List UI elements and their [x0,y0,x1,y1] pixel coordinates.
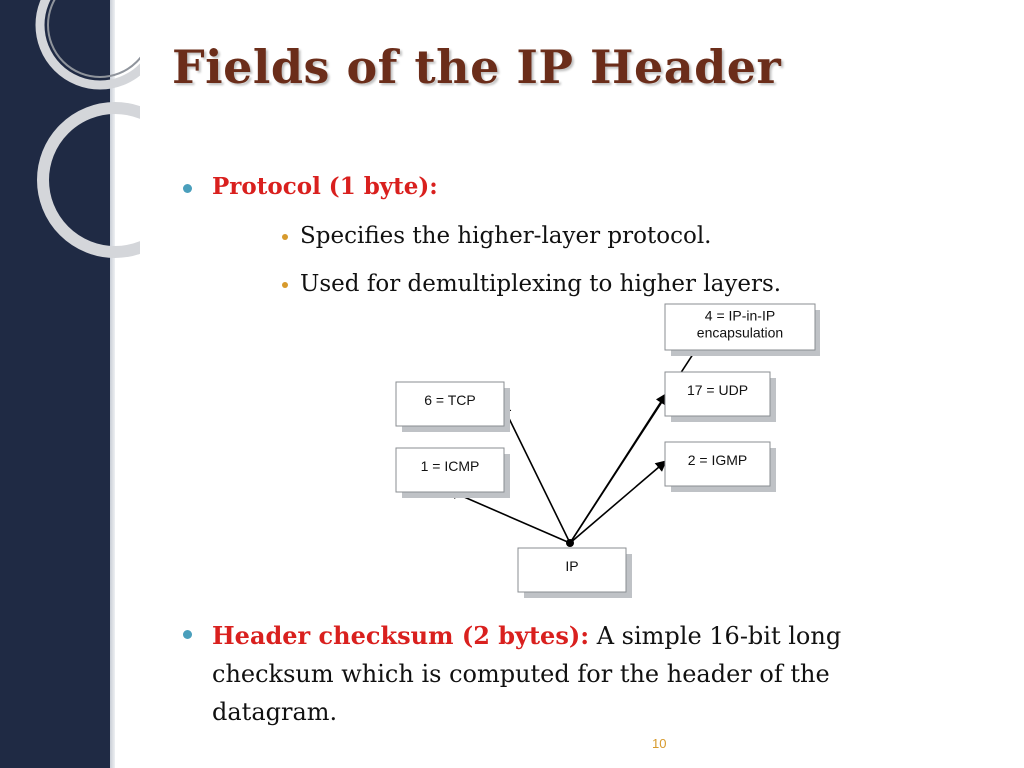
node-box [395,447,505,493]
node-target: 17 = UDP [664,371,776,422]
node-box [395,381,505,427]
node-label: 1 = ICMP [421,458,480,474]
node-box [664,371,771,417]
node-label: IP [565,558,578,574]
protocol-diagram: IP 6 = TCP 1 = ICMP 4 = IP-in-IPencapsulati… [395,303,820,598]
node-target: 6 = TCP [395,381,510,432]
side-band-edge [110,0,115,768]
sub-bullet-text: Specifies the higher-layer protocol. [300,223,712,249]
node-label: 17 = UDP [687,382,748,398]
slide-title: Fields of the IP Header [172,40,782,94]
arrow-origin-dot [566,539,574,547]
sub-bullet-dot [282,234,288,240]
node-box [664,441,771,487]
node-label: 4 = IP-in-IP [705,308,775,324]
sub-bullet-dot [282,282,288,288]
bullet-dot [183,184,192,193]
node-target: 2 = IGMP [664,441,776,492]
diagram-arrow [446,488,571,544]
checksum-bullet-label: Header checksum (2 bytes): [212,621,590,650]
diagram-arrow [501,402,571,544]
node-box [664,303,816,351]
bullet-dot [183,630,192,639]
node-label: 6 = TCP [424,392,476,408]
decorative-rings [35,0,140,258]
diagram-arrow [569,460,667,544]
node-target: 1 = ICMP [395,447,510,498]
node-ip: IP [517,547,632,598]
sub-bullet-text: Used for demultiplexing to higher layers… [300,271,782,297]
page-number: 10 [652,736,667,751]
node-label: 2 = IGMP [688,452,748,468]
node-label: encapsulation [697,325,783,341]
side-band [0,0,110,768]
checksum-bullet-paragraph: Header checksum (2 bytes): A simple 16-b… [212,617,952,731]
protocol-bullet-label: Protocol (1 byte): [212,173,438,200]
node-box [517,547,627,593]
checksum-bullet-text: A simple 16-bit long checksum which is c… [212,622,842,726]
diagram-arrow [569,393,667,544]
